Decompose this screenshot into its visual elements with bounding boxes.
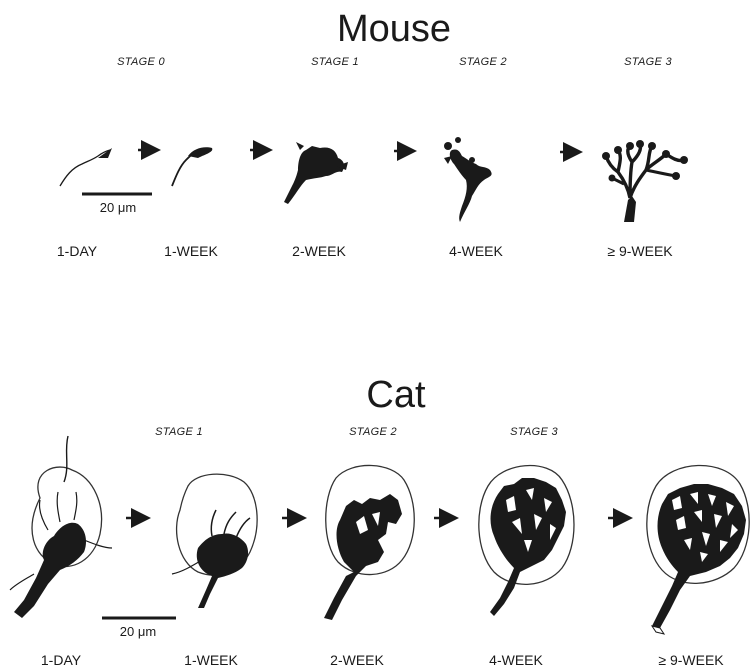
mouse-terminal-9-week [602,140,688,222]
cat-terminal-2-week [324,465,414,620]
mouse-terminal-4-week [444,137,492,222]
cat-terminal-1-week [172,474,257,608]
mouse-terminal-2-week [284,142,348,204]
cat-terminal-1-day [10,436,112,618]
cat-terminal-4-week [479,466,574,616]
cat-terminal-9-week [647,465,749,634]
mouse-terminal-1-day [60,148,112,186]
mouse-terminal-1-week [172,147,212,186]
